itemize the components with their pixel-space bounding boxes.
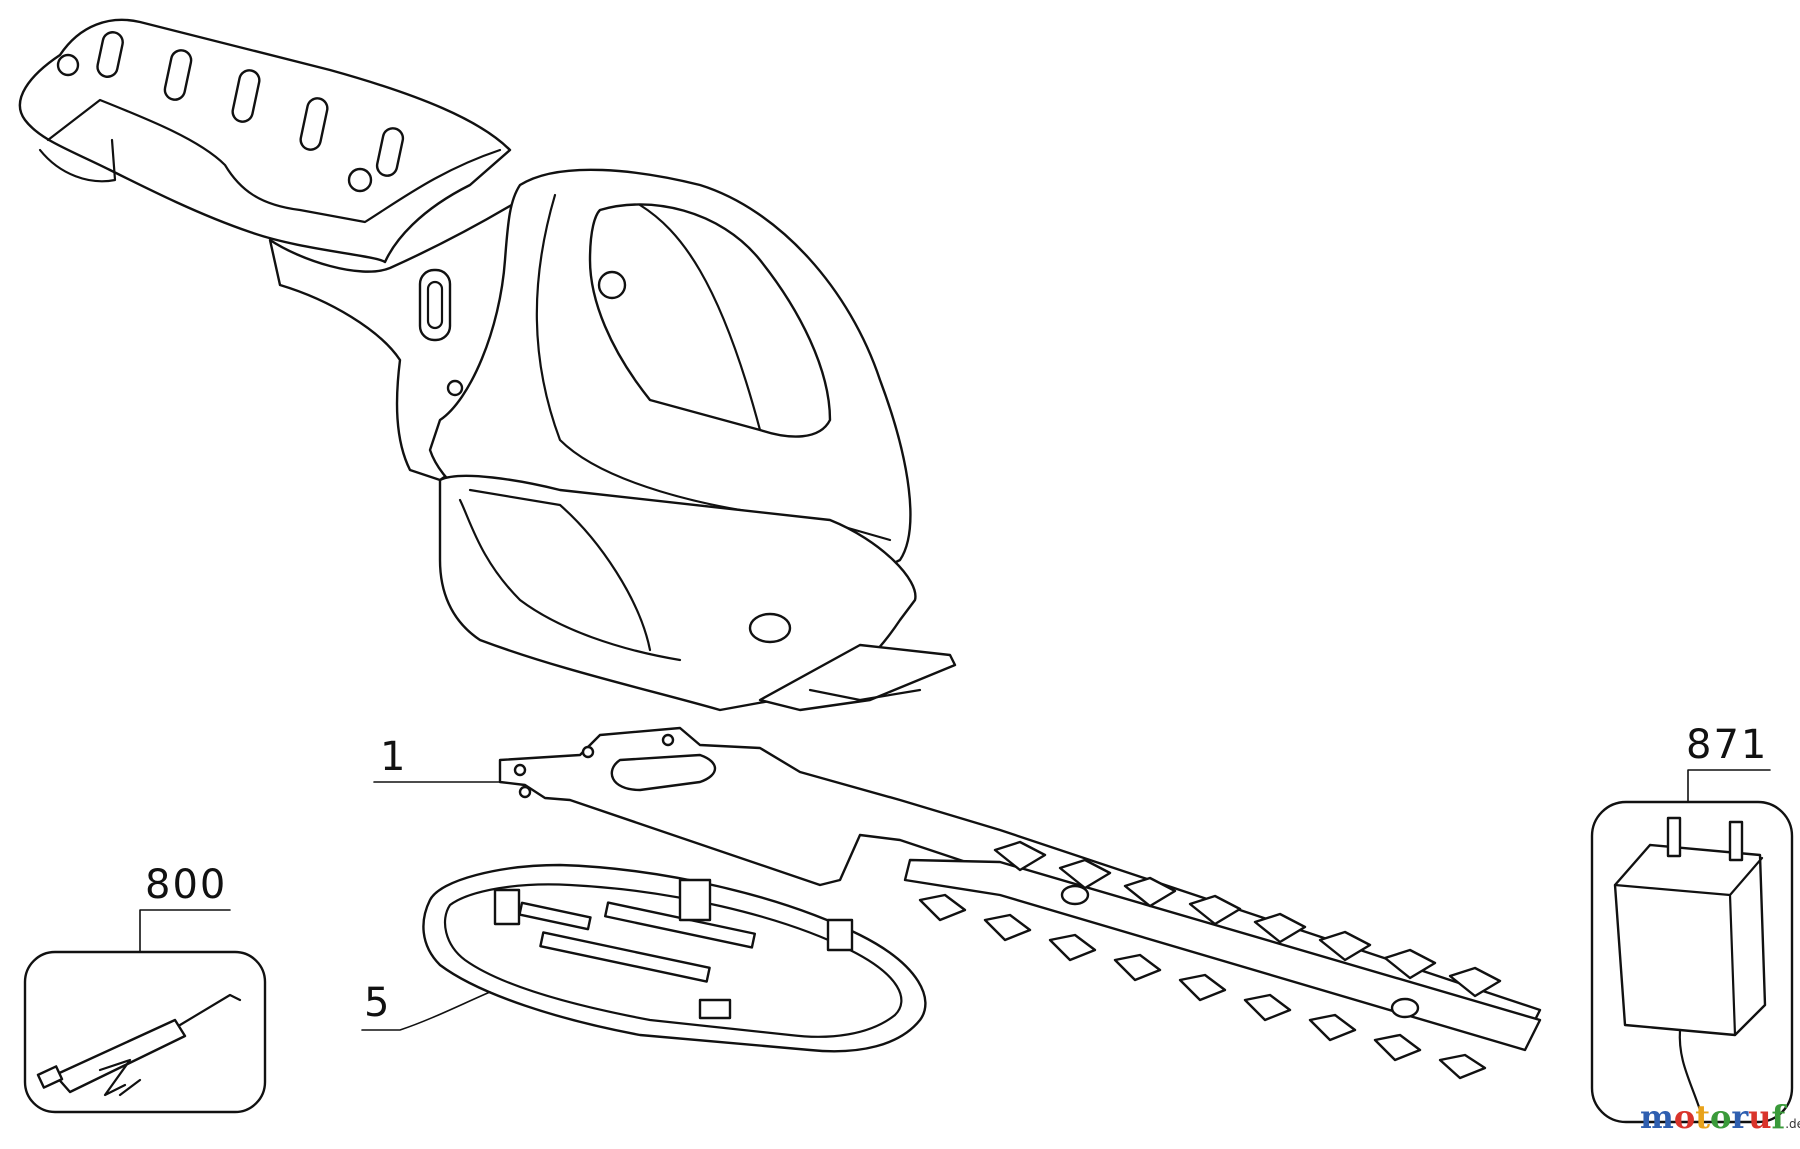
blade-slot: [610, 753, 717, 792]
grip-slots: [56, 31, 405, 193]
oil-tube-box: [23, 950, 267, 1114]
charger-cord: [1678, 1028, 1702, 1112]
oil-tube-body: [53, 1018, 187, 1094]
mount-plate-line: [808, 688, 922, 702]
charger-prong: [1666, 816, 1682, 858]
blade-hole: [518, 785, 532, 799]
blade-bar: [903, 858, 1542, 1052]
cover-clip: [826, 918, 854, 952]
watermark-letter: m: [1640, 1098, 1674, 1136]
mount-plate: [758, 643, 957, 712]
leader-oil-tube: [139, 909, 231, 953]
watermark-letter: r: [1731, 1098, 1749, 1136]
blade-hole: [661, 733, 675, 747]
side-switch-inner: [426, 280, 444, 330]
watermark-suffix: .de: [1785, 1117, 1800, 1131]
watermark-logo: motoruf.de: [1640, 1098, 1800, 1136]
side-hole: [446, 379, 464, 397]
oil-tube-part: [23, 950, 267, 1114]
cover-clip: [678, 878, 712, 922]
oil-tube-clip: [98, 1058, 142, 1097]
oil-tube-cap: [36, 1065, 64, 1089]
head-screw: [597, 270, 627, 300]
cover-rib: [518, 901, 592, 931]
charger-edges: [1613, 856, 1764, 1037]
blade-cover: [422, 863, 927, 1053]
handle-grip: [18, 18, 512, 264]
top-cover: [588, 203, 832, 438]
side-switch: [418, 268, 452, 342]
blade-assembly: [498, 726, 1542, 1080]
watermark-letter: o: [1674, 1098, 1695, 1136]
cover-rib: [539, 931, 711, 983]
cover-clip: [698, 998, 732, 1020]
cover-clip: [493, 888, 521, 926]
oil-tube-nozzle: [178, 993, 242, 1027]
charger-part: [1590, 800, 1794, 1124]
blade-teeth: [918, 840, 1502, 1080]
leader-charger: [1687, 769, 1771, 803]
callout-blade: 1: [380, 734, 407, 780]
blade-hole: [581, 745, 595, 759]
callout-oil-tube: 800: [145, 862, 227, 908]
leader-lines: [139, 769, 1771, 1031]
watermark-letter: u: [1748, 1098, 1771, 1136]
leader-blade-cover: [361, 991, 491, 1031]
blade-hole: [513, 763, 527, 777]
blade-rivet: [1060, 884, 1090, 906]
top-cover-line: [638, 203, 762, 432]
charger-prong: [1728, 820, 1744, 862]
handle-inner-panel-2: [38, 138, 117, 183]
callout-blade-cover: 5: [364, 980, 391, 1026]
watermark-letter: f: [1771, 1098, 1787, 1136]
callout-charger: 871: [1686, 722, 1768, 768]
blade-cover-rim: [443, 883, 903, 1038]
shear-body: [18, 18, 957, 712]
base-recess: [458, 498, 682, 662]
base-recess-2: [468, 488, 652, 652]
charger-body: [1613, 843, 1767, 1037]
blade-rivet: [1390, 997, 1420, 1019]
front-light: [748, 612, 792, 644]
handle-inner-panel: [46, 98, 502, 224]
watermark-letter: t: [1695, 1098, 1710, 1136]
watermark-letter: o: [1710, 1098, 1731, 1136]
watermark-text: motoruf.de: [1640, 1098, 1800, 1136]
